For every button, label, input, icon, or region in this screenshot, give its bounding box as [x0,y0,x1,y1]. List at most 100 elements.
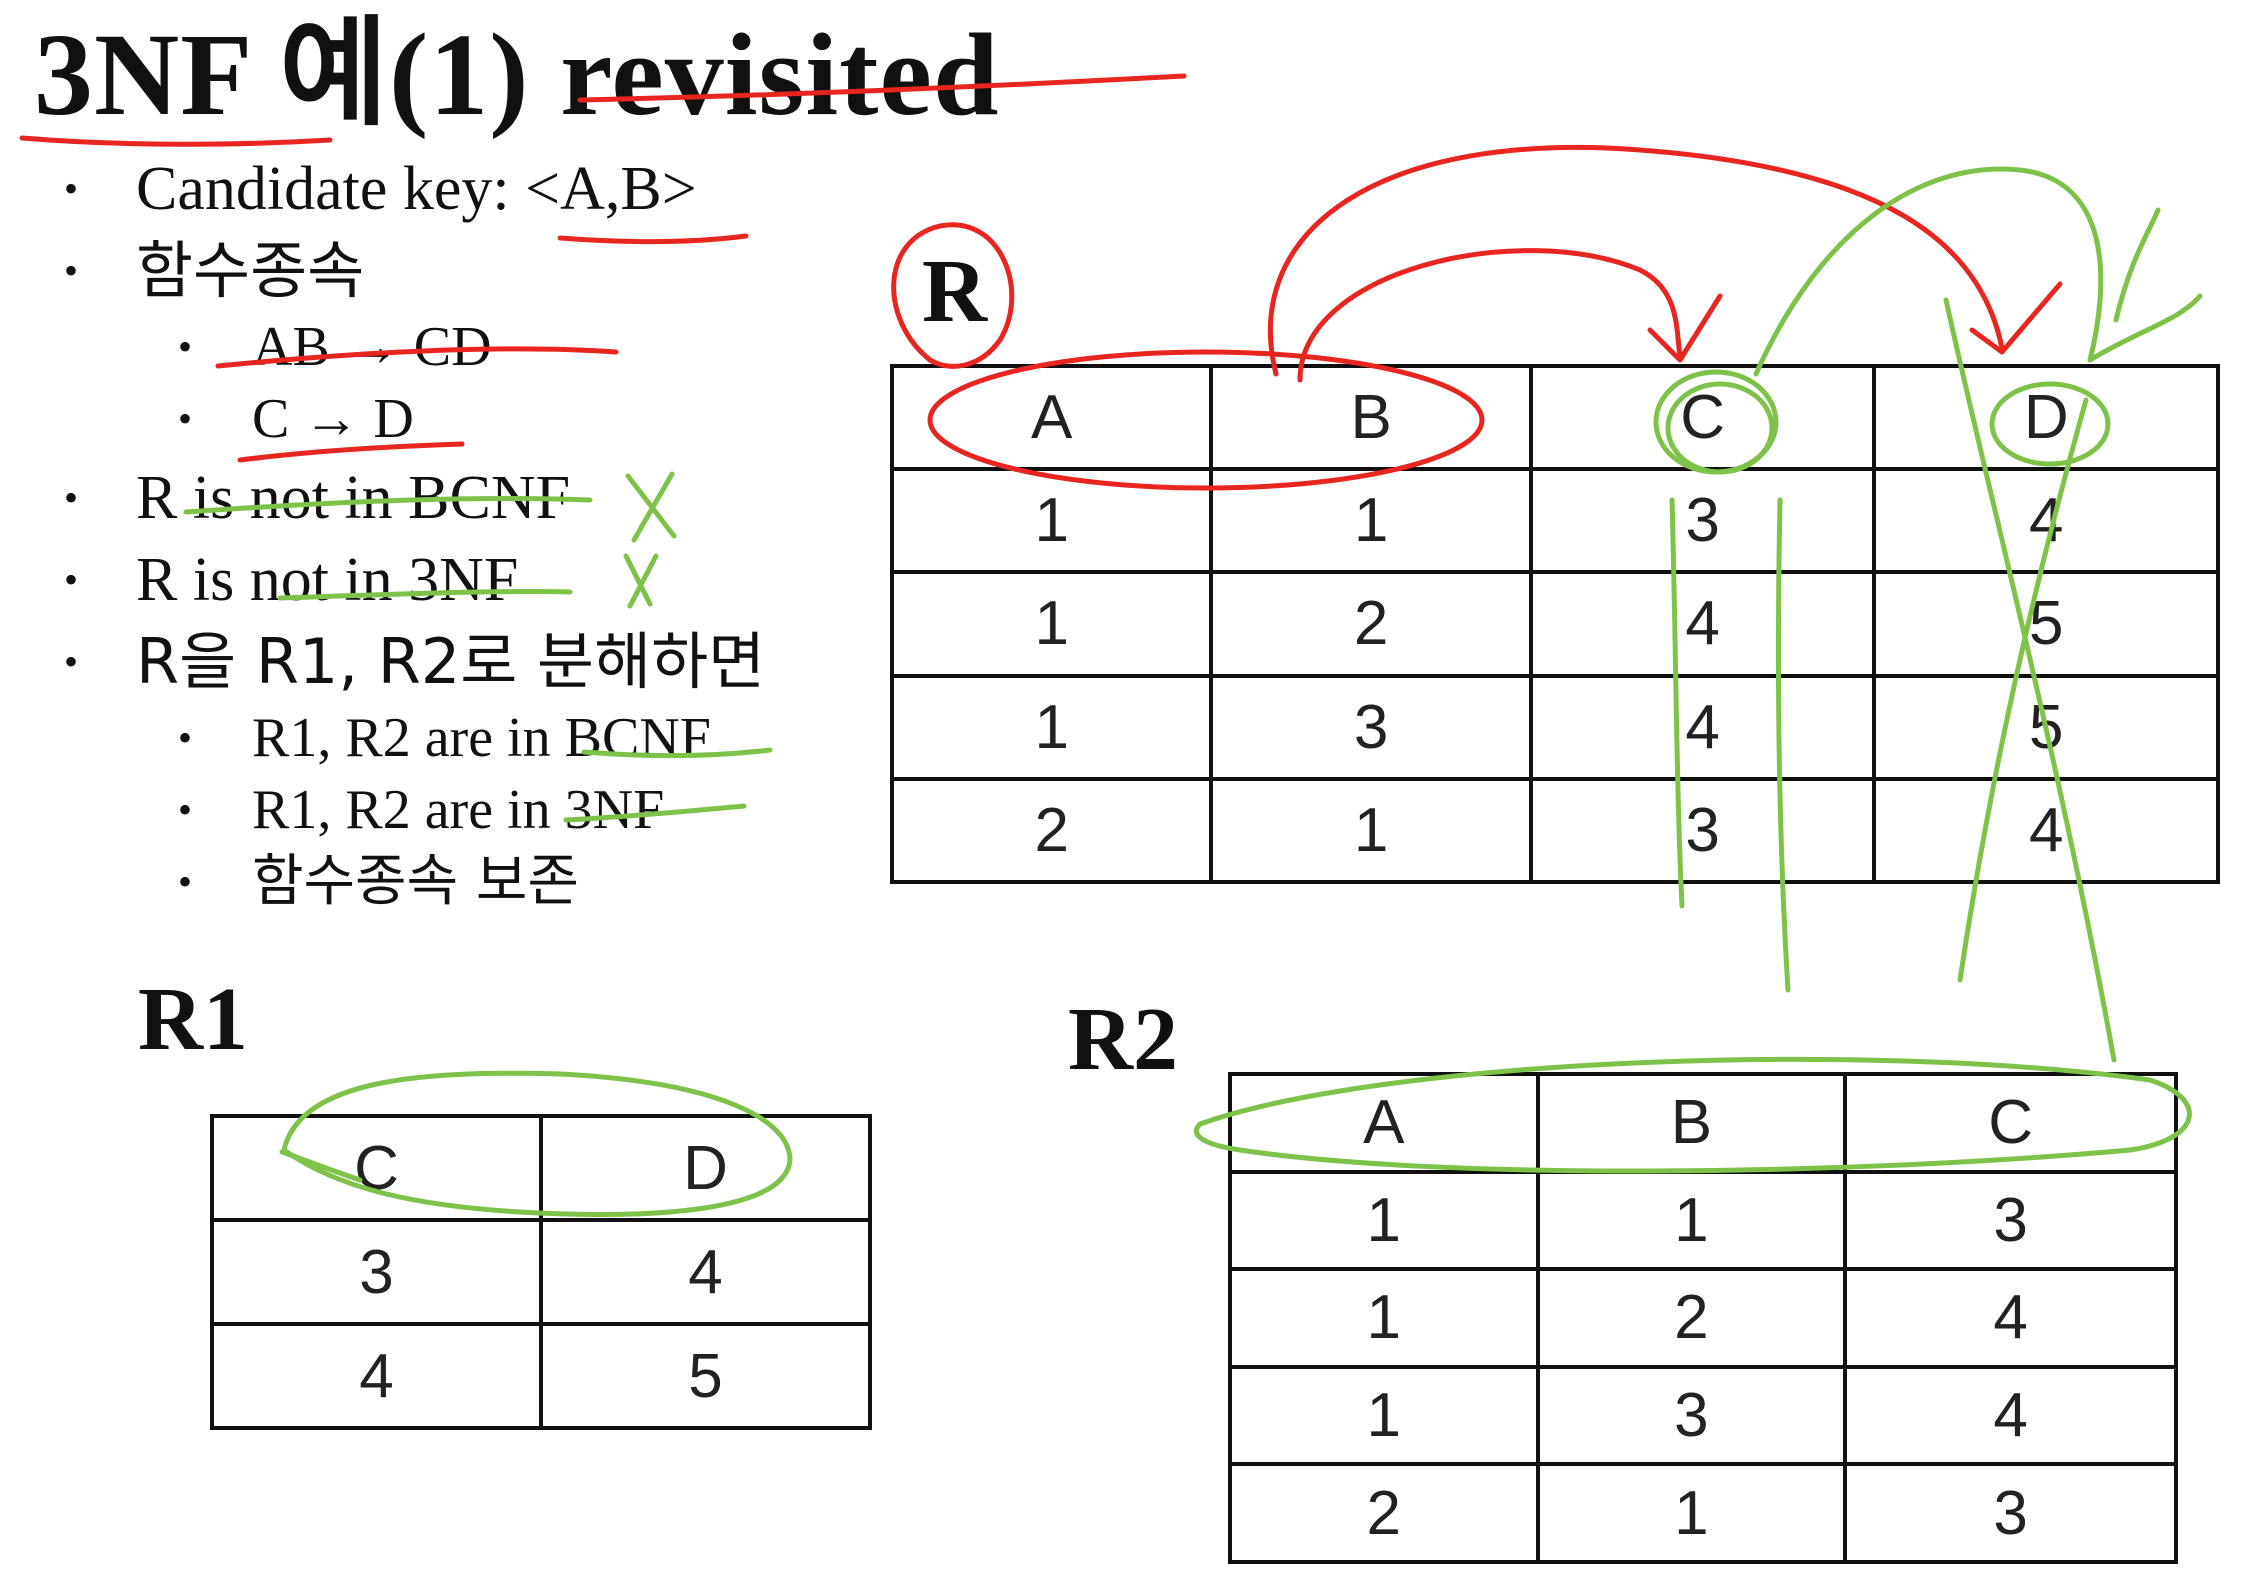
bullet-text: Candidate key: <A,B> [136,155,697,223]
bullet-text: 함수종속 보존 [252,849,579,914]
column-header: B [1209,363,1533,472]
arrowhead-mark [1647,293,1723,363]
table-row: 1 3 4 [1228,1364,2178,1467]
bullet-text: R1, R2 are in 3NF [252,779,665,841]
bullet-item: • R을 R1, R2로 분해하면 [60,623,765,702]
column-header: D [1872,363,2220,472]
column-header: C [210,1114,543,1222]
bullet-text: R1, R2 are in BCNF [252,707,711,769]
bullet-text: R is not in BCNF [136,464,571,532]
title-suffix: revisited [560,9,1000,140]
table-cell: 3 [1843,1462,2178,1564]
sub-bullet-item: • R1, R2 are in BCNF [60,702,765,774]
bullet-dot-icon: • [64,475,79,520]
table-cell: 2 [1228,1462,1540,1564]
bullet-text: 함수종속 [136,234,365,307]
table-cell: 1 [1209,776,1533,885]
table-cell: 4 [1872,776,2220,885]
table-cell: 4 [1843,1267,2178,1369]
table-cell: 1 [1228,1267,1540,1369]
table-row: 1 3 4 5 [889,673,2220,781]
bullet-text: R을 R1, R2로 분해하면 [136,625,766,698]
table-row: 1 1 3 4 [889,467,2220,575]
slide-title: 3NF 예(1) revisited [34,8,999,140]
column-header: A [1228,1072,1540,1174]
table-cell: 1 [1228,1364,1540,1467]
column-header: C [1843,1072,2178,1174]
title-paren: (1) [388,9,561,140]
table-header-row: A B C D [889,363,2220,472]
bullet-dot-icon: • [178,859,193,904]
bullet-text: AB → CD [252,316,492,378]
bullet-dot-icon: • [64,557,79,602]
table-cell: 2 [1535,1267,1848,1369]
table-r: A B C D 1 1 3 4 1 2 4 5 1 3 4 5 2 1 3 4 [889,363,2220,885]
column-header: A [889,363,1214,472]
bullet-item: • 함수종속 [60,232,765,311]
column-header: B [1535,1072,1848,1174]
bullet-dot-icon: • [178,396,193,441]
sub-bullet-item: •C → D [60,383,765,455]
table-r2-label: R2 [1068,990,1178,1089]
fd-arrow-arc-mark [1753,166,2104,377]
table-row: 3 4 [210,1218,872,1326]
table-cell: 3 [1535,1364,1848,1467]
bullet-dot-icon: • [178,324,193,369]
bullet-item: • Candidate key: <A,B> [60,150,765,228]
table-cell: 1 [1209,467,1533,575]
sub-bullet-item: • R1, R2 are in 3NF [60,774,765,846]
table-cell: 2 [889,776,1214,885]
bullet-dot-icon: • [178,715,193,760]
table-cell: 1 [1535,1169,1848,1272]
table-cell: 1 [889,673,1214,781]
bullet-dot-icon: • [178,787,193,832]
bullet-item: • R is not in 3NF [60,541,765,619]
bullet-text: R is not in 3NF [136,546,519,614]
table-header-row: A B C [1228,1072,2178,1174]
table-header-row: C D [210,1114,872,1222]
table-row: 4 5 [210,1322,872,1430]
sub-bullet-item: • 함수종속 보존 [60,846,765,918]
table-row: 2 1 3 4 [889,776,2220,885]
fd-arrow-arc-mark [1297,248,1683,383]
column-header: D [539,1114,872,1222]
table-cell: 4 [1843,1364,2178,1467]
table-cell: 3 [1843,1169,2178,1272]
table-cell: 5 [1872,570,2220,678]
bullet-dot-icon: • [64,166,79,211]
bullet-dot-icon: • [64,248,79,293]
table-cell: 1 [889,570,1214,678]
table-cell: 4 [1872,467,2220,575]
table-row: 2 1 3 [1228,1462,2178,1564]
table-cell: 3 [1209,673,1533,781]
fd-arrow-arc-mark [2113,207,2161,323]
table-cell: 5 [1872,673,2220,781]
table-row: 1 2 4 [1228,1267,2178,1369]
table-cell: 3 [1528,467,1877,575]
table-cell: 4 [539,1218,872,1326]
arrowhead-mark [1969,281,2063,355]
title-korean: 예 [279,4,389,142]
table-cell: 4 [1528,673,1877,781]
table-r1-label: R1 [138,970,248,1069]
table-r2: A B C 1 1 3 1 2 4 1 3 4 2 1 3 [1228,1072,2178,1564]
table-row: 1 2 4 5 [889,570,2220,678]
table-r-label: R [922,242,987,341]
sub-bullet-item: • AB → CD [60,311,765,383]
table-cell: 2 [1209,570,1533,678]
title-main: 3NF [34,9,280,140]
column-header: C [1528,363,1877,472]
fd-arrow-arc-mark [1268,144,2005,377]
fd-arrow-arc-mark [2087,293,2203,363]
table-r1: C D 3 4 4 5 [210,1114,872,1430]
bullet-list: • Candidate key: <A,B> • 함수종속 • AB → CD •C … [60,150,765,918]
table-cell: 1 [1228,1169,1540,1272]
table-cell: 3 [210,1218,543,1326]
bullet-item: • R is not in BCNF [60,459,765,537]
table-row: 1 1 3 [1228,1169,2178,1272]
table-cell: 1 [1535,1462,1848,1564]
table-cell: 4 [1528,570,1877,678]
table-cell: 3 [1528,776,1877,885]
table-cell: 5 [539,1322,872,1430]
bullet-dot-icon: • [64,639,79,684]
